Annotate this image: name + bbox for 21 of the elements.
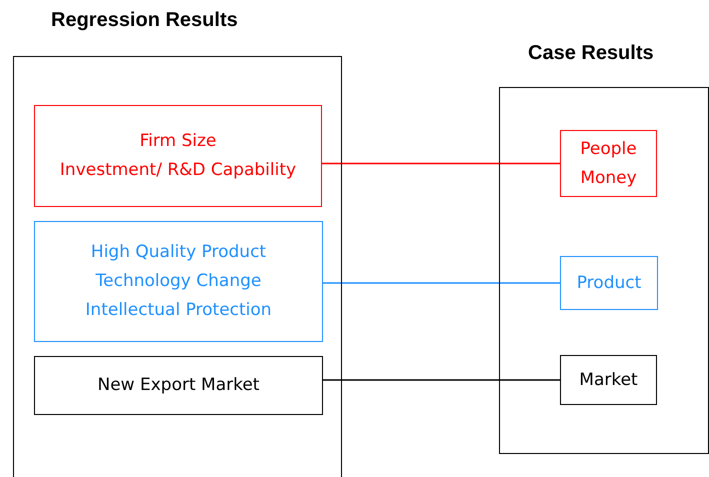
factor-text: Product bbox=[576, 272, 642, 295]
connector-line bbox=[322, 162, 560, 164]
factor-text: People bbox=[580, 138, 637, 161]
connector-line bbox=[323, 282, 560, 284]
factor-box bbox=[560, 130, 657, 197]
factor-text: Market bbox=[579, 368, 638, 392]
group-heading: Case Results bbox=[528, 42, 654, 65]
connector-line bbox=[323, 379, 560, 381]
factor-box bbox=[560, 355, 657, 405]
factor-text: High Quality Product bbox=[90, 241, 266, 264]
factor-text: Intellectual Protection bbox=[85, 298, 272, 322]
factor-text: Money bbox=[580, 166, 637, 190]
factor-box bbox=[560, 256, 658, 310]
factor-text: New Export Market bbox=[98, 374, 260, 398]
factor-box bbox=[34, 105, 322, 207]
factor-text: Investment/ R&D Capability bbox=[60, 159, 296, 182]
factor-box bbox=[34, 356, 323, 415]
factor-text: Firm Size bbox=[140, 130, 216, 154]
group-heading: Regression Results bbox=[51, 9, 238, 32]
factor-box bbox=[34, 221, 323, 342]
factor-text: Technology Change bbox=[96, 270, 262, 294]
